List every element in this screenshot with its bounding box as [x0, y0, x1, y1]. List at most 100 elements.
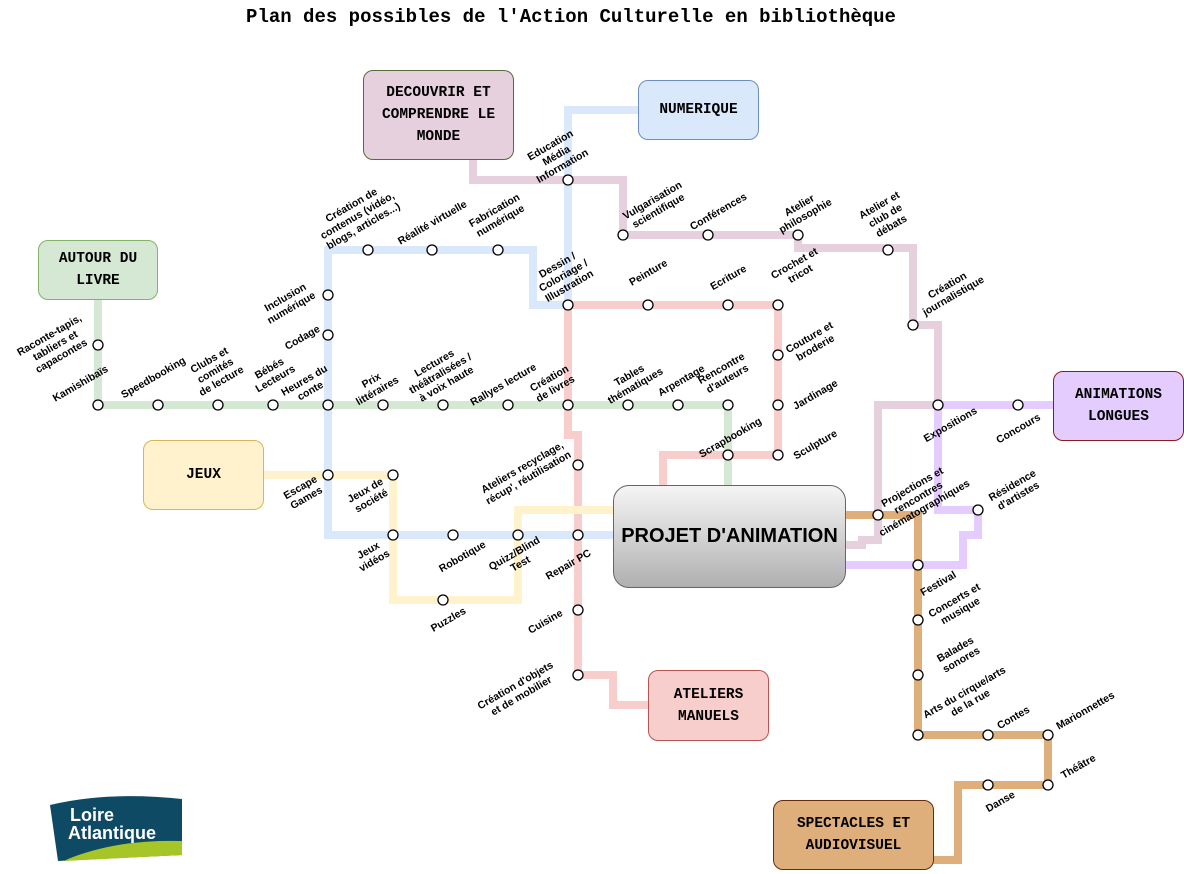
station-label-dessin: Dessin /Coloriage /Illustration [531, 247, 596, 305]
line-autour-du-livre [94, 300, 732, 488]
box-ateliers-manuels[interactable]: ATELIERS MANUELS [648, 670, 769, 741]
box-label: COMPRENDRE LE [381, 107, 496, 123]
box-label: AUTOUR DU [58, 251, 138, 267]
station-marker[interactable] [617, 229, 629, 241]
station-label-line: Danse [984, 789, 1017, 815]
box-spectacles[interactable]: SPECTACLES ET AUDIOVISUEL [773, 800, 934, 870]
station-label-couture: Couture etbroderie [784, 319, 842, 366]
station-marker[interactable] [912, 614, 924, 626]
station-marker[interactable] [1012, 399, 1024, 411]
logo-text: Atlantique [68, 823, 156, 843]
station-label-expositions: Expositions [922, 405, 980, 445]
station-marker[interactable] [447, 529, 459, 541]
station-marker[interactable] [322, 399, 334, 411]
station-marker[interactable] [426, 244, 438, 256]
station-label-codage: Codage [283, 323, 322, 353]
line-animations-longues [843, 401, 1055, 569]
box-label: MONDE [416, 129, 461, 145]
station-label-line: Réalité virtuelle [396, 198, 469, 247]
station-marker[interactable] [562, 174, 574, 186]
station-marker[interactable] [972, 504, 984, 516]
station-label-societe: Jeux desociété [346, 476, 392, 516]
station-marker[interactable] [92, 399, 104, 411]
station-marker[interactable] [722, 299, 734, 311]
station-label-crochet: Crochet ettricot [769, 245, 826, 292]
station-marker[interactable] [1042, 779, 1054, 791]
station-label-repair: Repair PC [544, 547, 594, 583]
station-marker[interactable] [722, 399, 734, 411]
box-label: LIVRE [76, 273, 120, 289]
station-label-objets: Création d'objetset de mobilier [476, 659, 562, 723]
station-label-lectures: Lecturesthéâtralisées /à voix haute [401, 341, 480, 407]
projet-animation-box[interactable]: PROJET D'ANIMATION [613, 485, 846, 588]
station-marker[interactable] [572, 604, 584, 616]
station-marker[interactable] [642, 299, 654, 311]
station-marker[interactable] [622, 399, 634, 411]
station-marker[interactable] [387, 529, 399, 541]
logo-text: Loire [70, 805, 114, 825]
station-marker[interactable] [502, 399, 514, 411]
station-marker[interactable] [772, 449, 784, 461]
station-marker[interactable] [792, 229, 804, 241]
station-marker[interactable] [322, 329, 334, 341]
station-marker[interactable] [572, 529, 584, 541]
station-marker[interactable] [322, 289, 334, 301]
station-marker[interactable] [267, 399, 279, 411]
station-label-conferences: Conférences [688, 191, 749, 233]
station-marker[interactable] [722, 449, 734, 461]
station-marker[interactable] [912, 729, 924, 741]
box-autour-du-livre[interactable]: AUTOUR DU LIVRE [38, 240, 158, 300]
box-label: ANIMATIONS [1074, 387, 1162, 403]
box-jeux[interactable]: JEUX [143, 440, 264, 510]
station-marker[interactable] [912, 669, 924, 681]
station-marker[interactable] [492, 244, 504, 256]
station-marker[interactable] [932, 399, 944, 411]
loire-atlantique-logo: Loire Atlantique [50, 796, 182, 861]
station-label-residence: Résidenced'artistes [987, 467, 1045, 514]
station-marker[interactable] [572, 459, 584, 471]
station-marker[interactable] [772, 299, 784, 311]
station-label-line: Contes [995, 704, 1032, 732]
station-label-escape: EscapeGames [282, 473, 326, 512]
box-label: DECOUVRIR ET [386, 85, 491, 101]
station-label-raconte: Raconte-tapis,tabliers etcapacontes [15, 312, 96, 379]
box-animations-longues[interactable]: ANIMATIONS LONGUES [1053, 371, 1184, 441]
station-marker[interactable] [562, 299, 574, 311]
station-label-line: Cuisine [526, 607, 565, 636]
station-marker[interactable] [912, 559, 924, 571]
station-marker[interactable] [437, 399, 449, 411]
station-label-concours: Concours [994, 411, 1043, 446]
center-label: PROJET D'ANIMATION [621, 525, 838, 547]
station-label-line: Robotique [437, 539, 488, 575]
station-marker[interactable] [982, 779, 994, 791]
station-marker[interactable] [92, 339, 104, 351]
box-decouvrir[interactable]: DECOUVRIR ET COMPRENDRE LE MONDE [363, 70, 514, 160]
station-marker[interactable] [982, 729, 994, 741]
station-marker[interactable] [152, 399, 164, 411]
station-marker[interactable] [437, 594, 449, 606]
station-marker[interactable] [772, 349, 784, 361]
station-marker[interactable] [907, 319, 919, 331]
station-marker[interactable] [572, 669, 584, 681]
station-label-clubs: Clubs etcomitésde lecture [185, 343, 246, 399]
station-marker[interactable] [772, 399, 784, 411]
station-marker[interactable] [672, 399, 684, 411]
station-marker[interactable] [562, 399, 574, 411]
station-marker[interactable] [872, 509, 884, 521]
station-marker[interactable] [322, 469, 334, 481]
box-numerique[interactable]: NUMERIQUE [638, 80, 759, 140]
station-marker[interactable] [212, 399, 224, 411]
station-marker[interactable] [882, 244, 894, 256]
station-label-line: Speedbooking [119, 355, 188, 402]
station-marker[interactable] [377, 399, 389, 411]
station-marker[interactable] [512, 529, 524, 541]
station-marker[interactable] [1042, 729, 1054, 741]
station-marker[interactable] [362, 244, 374, 256]
station-label-line: Expositions [922, 405, 980, 445]
line-jeux [263, 471, 615, 604]
station-marker[interactable] [702, 229, 714, 241]
station-label-philosophie: Atelierphilosophie [771, 186, 834, 236]
station-marker[interactable] [387, 469, 399, 481]
station-label-cuisine: Cuisine [526, 607, 565, 636]
